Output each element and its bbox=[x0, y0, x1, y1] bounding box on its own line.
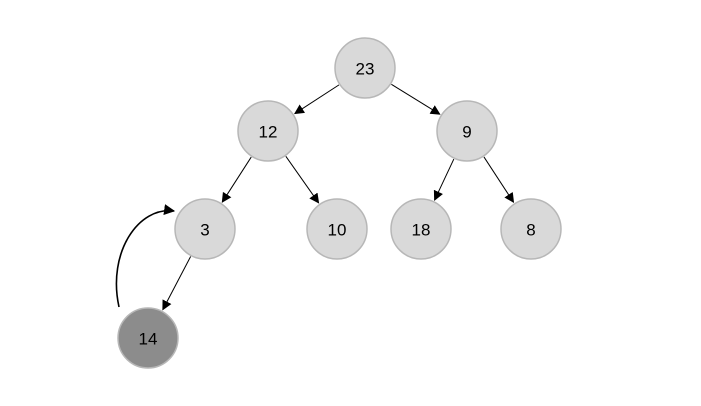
swap-arrow bbox=[115, 204, 176, 308]
edge-23-to-12 bbox=[293, 84, 340, 115]
highlighted-node-circle bbox=[117, 307, 179, 369]
heap-node-12: 12 bbox=[237, 100, 299, 162]
heap-node-10: 10 bbox=[306, 198, 368, 260]
node-label: 23 bbox=[356, 60, 375, 79]
heap-node-9: 9 bbox=[436, 100, 498, 162]
edge-12-to-3 bbox=[221, 156, 252, 203]
node-label: 9 bbox=[462, 123, 471, 142]
node-circle bbox=[390, 198, 452, 260]
heap-node-8: 8 bbox=[500, 198, 562, 260]
node-label: 18 bbox=[412, 221, 431, 240]
edge-3-to-14 bbox=[162, 256, 192, 311]
node-label: 14 bbox=[139, 330, 158, 349]
heap-node-23: 23 bbox=[334, 37, 396, 99]
node-circle bbox=[436, 100, 498, 162]
node-circle bbox=[237, 100, 299, 162]
edge-12-to-10 bbox=[285, 156, 320, 204]
node-label: 3 bbox=[200, 221, 209, 240]
edge-9-to-18 bbox=[433, 158, 455, 201]
nodes-layer: 23 12 9 3 10 18 8 14 bbox=[117, 37, 562, 369]
node-circle bbox=[500, 198, 562, 260]
node-label: 10 bbox=[328, 221, 347, 240]
swap-layer bbox=[115, 204, 176, 308]
heap-node-3: 3 bbox=[174, 198, 236, 260]
node-circle bbox=[174, 198, 236, 260]
node-circle bbox=[334, 37, 396, 99]
edge-23-to-9 bbox=[391, 83, 441, 115]
edge-9-to-8 bbox=[483, 156, 515, 204]
node-circle bbox=[306, 198, 368, 260]
node-label: 12 bbox=[259, 123, 278, 142]
edges-layer bbox=[162, 83, 515, 311]
heap-node-18: 18 bbox=[390, 198, 452, 260]
heap-node-14: 14 bbox=[117, 307, 179, 369]
node-label: 8 bbox=[526, 221, 535, 240]
